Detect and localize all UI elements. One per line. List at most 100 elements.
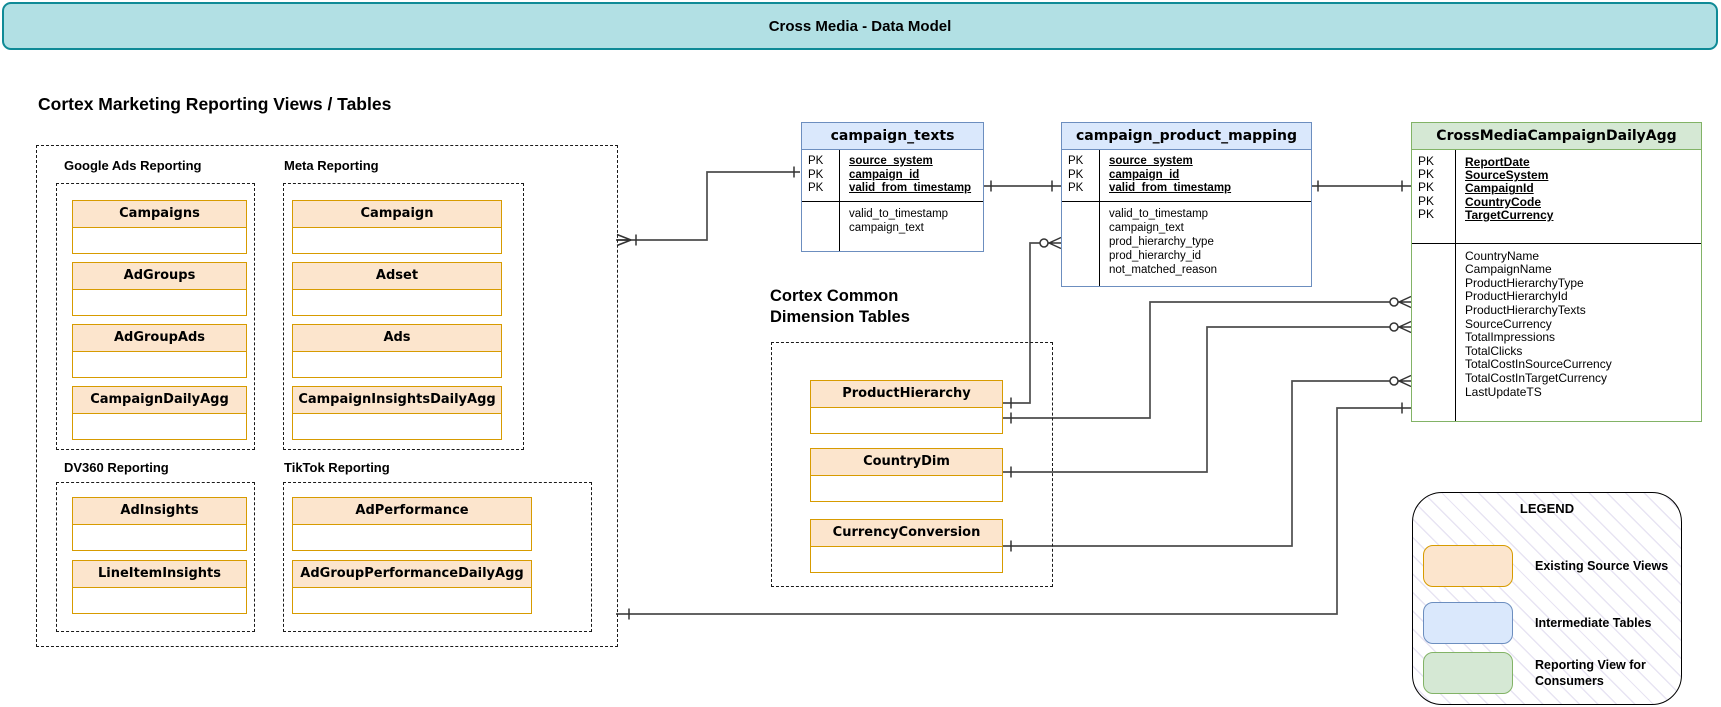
legend-title: LEGEND: [1519, 501, 1575, 516]
marketing-sources-container: [36, 145, 618, 647]
table-title: CrossMediaCampaignDailyAgg: [1412, 123, 1701, 150]
connector-sources-to-crossmedia: [616, 407, 1411, 615]
table-field: SourceCurrency: [1465, 316, 1552, 331]
entity-campaign: Campaign: [292, 200, 502, 254]
crowfoot-many-icon: [1398, 374, 1412, 388]
legend-swatch: [1423, 545, 1513, 587]
zero-circle-icon: [1389, 376, 1399, 386]
pk-field: valid_from_timestamp: [1109, 182, 1232, 194]
table-field: valid_to_timestamp: [1109, 207, 1209, 220]
crowfoot-many-icon: [616, 233, 632, 247]
table-field: CountryName: [1465, 248, 1540, 263]
pk-field: source_system: [849, 155, 933, 167]
entity-body: [72, 414, 247, 440]
table-field: TotalClicks: [1465, 343, 1523, 358]
entity-body: [72, 588, 247, 614]
pk-label: PK: [808, 182, 824, 194]
group-label-dv360: DV360 Reporting: [64, 460, 169, 475]
entity-title: AdGroups: [72, 262, 247, 290]
left-section-heading: Cortex Marketing Reporting Views / Table…: [38, 94, 392, 114]
pk-label: PK: [1418, 206, 1435, 221]
table-field: campaign_text: [849, 221, 924, 234]
group-box-google-ads: [56, 183, 255, 450]
dimension-heading-line1: Cortex Common: [770, 287, 899, 305]
pk-label: PK: [1068, 168, 1084, 181]
entity-body: [72, 228, 247, 254]
dimension-tables-container: [771, 342, 1053, 587]
legend-item: Reporting View for Consumers: [1423, 652, 1675, 694]
pk-label: PK: [1068, 182, 1084, 194]
entity-title: AdInsights: [72, 497, 247, 525]
pk-field: campaign_id: [849, 168, 920, 181]
pk-label: PK: [1418, 180, 1435, 195]
table-field: TotalCostInSourceCurrency: [1465, 357, 1612, 372]
entity-body: [292, 525, 532, 551]
connector-sources-to-campaign-texts: [616, 171, 800, 241]
table-field: ProductHierarchyTexts: [1465, 302, 1586, 317]
zero-circle-icon: [1389, 322, 1399, 332]
entity-campaigninsightsdailyagg: CampaignInsightsDailyAgg: [292, 386, 502, 440]
group-box-tiktok: [283, 482, 592, 632]
legend-swatch: [1423, 602, 1513, 644]
table-field: CampaignName: [1465, 262, 1552, 277]
pk-field: valid_from_timestamp: [849, 182, 972, 194]
entity-title: Campaigns: [72, 200, 247, 228]
connector-currencyconversion-to-crossmedia: [1003, 380, 1399, 547]
entity-campaigndailyagg: CampaignDailyAgg: [72, 386, 247, 440]
zero-circle-icon: [1389, 297, 1399, 307]
connector-producthierarchy-to-crossmedia: [1003, 301, 1399, 419]
legend-label: Existing Source Views: [1535, 559, 1669, 573]
entity-title: Ads: [292, 324, 502, 352]
entity-adinsights: AdInsights: [72, 497, 247, 551]
legend-item: Existing Source Views: [1423, 545, 1675, 587]
crowfoot-many-icon: [1398, 320, 1412, 334]
diagram-title-banner: Cross Media - Data Model: [2, 2, 1718, 50]
group-box-dv360: [56, 482, 255, 632]
one-tick-icon: [628, 402, 1403, 620]
table-field: ProductHierarchyId: [1465, 289, 1568, 304]
entity-title: CurrencyConversion: [810, 519, 1003, 547]
table-field: prod_hierarchy_type: [1109, 235, 1214, 248]
entity-title: Campaign: [292, 200, 502, 228]
entity-adgroups: AdGroups: [72, 262, 247, 316]
entity-currencyconversion: CurrencyConversion: [810, 519, 1003, 573]
table-field: ProductHierarchyType: [1465, 275, 1584, 290]
entity-title: ProductHierarchy: [810, 380, 1003, 408]
one-tick-icon: [990, 180, 1053, 192]
table-field: not_matched_reason: [1109, 263, 1218, 276]
entity-campaigns: Campaigns: [72, 200, 247, 254]
pk-field: campaign_id: [1109, 168, 1180, 181]
pk-label: PK: [1418, 154, 1435, 168]
legend-label: Intermediate Tables: [1535, 616, 1652, 630]
table-field: LastUpdateTS: [1465, 384, 1542, 399]
entity-adgroupads: AdGroupAds: [72, 324, 247, 378]
pk-field: ReportDate: [1465, 155, 1530, 169]
pk-field: TargetCurrency: [1465, 207, 1554, 222]
entity-title: CampaignInsightsDailyAgg: [292, 386, 502, 414]
entity-body: [810, 476, 1003, 502]
legend-label: Reporting View for Consumers: [1535, 658, 1646, 688]
entity-title: CampaignDailyAgg: [72, 386, 247, 414]
connector-countrydim-to-crossmedia: [1003, 326, 1399, 473]
table-field: campaign_text: [1109, 221, 1184, 234]
table-title: campaign_texts: [802, 123, 983, 150]
entity-adperformance: AdPerformance: [292, 497, 532, 551]
crowfoot-many-icon: [1048, 236, 1062, 250]
entity-title: AdGroupPerformanceDailyAgg: [292, 560, 532, 588]
diagram-title: Cross Media - Data Model: [768, 17, 952, 35]
table-title: campaign_product_mapping: [1062, 123, 1311, 150]
group-label-meta: Meta Reporting: [284, 158, 379, 173]
entity-body: [292, 414, 502, 440]
pk-label: PK: [1418, 167, 1435, 182]
entity-body: [292, 352, 502, 378]
entity-producthierarchy: ProductHierarchy: [810, 380, 1003, 434]
pk-label: PK: [1068, 155, 1084, 167]
pk-label: PK: [808, 155, 824, 167]
pk-field: source_system: [1109, 155, 1193, 167]
crowfoot-many-icon: [1398, 295, 1412, 309]
